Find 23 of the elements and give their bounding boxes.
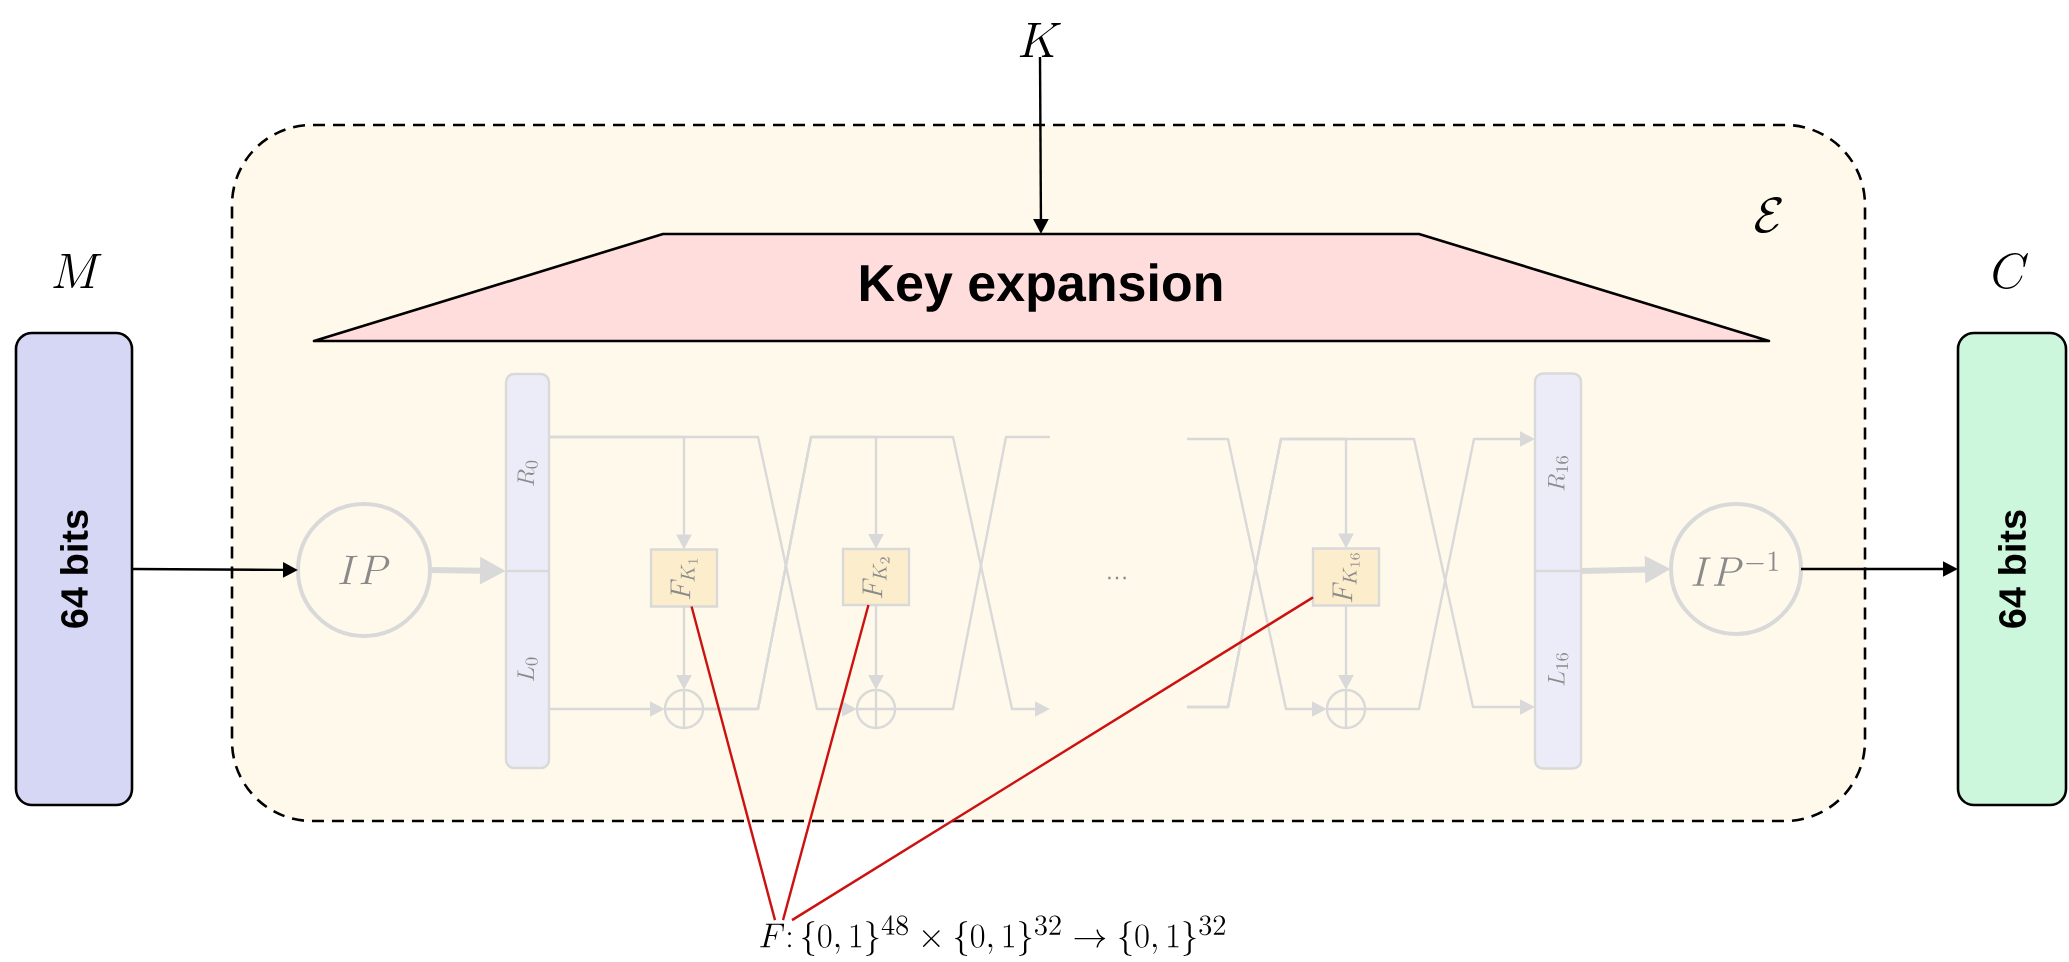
function-box: $F_{K_2}$ xyxy=(841,547,911,607)
math-label: $F\colon \{0,1\}^{48} \times \{0,1\}^{32} \to \{0,1\}^{32}$ xyxy=(760,915,1225,956)
math-label: $M$ xyxy=(53,254,102,288)
function-box: $F_{K_1}$ xyxy=(649,548,719,608)
register-label: $L_{16}$ xyxy=(1548,653,1569,686)
connector-line xyxy=(895,435,1050,711)
register-label: $R_{16}$ xyxy=(1548,456,1569,491)
trapezoid-block: Key expansion xyxy=(312,232,1771,343)
math-label: $C$ xyxy=(1993,252,2028,290)
math-label: $\mathcal{E}$ xyxy=(1755,196,1782,234)
math-label: $K$ xyxy=(1019,23,1061,57)
leader-line xyxy=(791,596,1314,922)
xor-symbol xyxy=(663,688,705,730)
leader-line xyxy=(690,606,777,921)
data-block: 64 bits xyxy=(14,331,134,807)
data-block: 64 bits xyxy=(1956,331,2068,807)
register-label: $L_0$ xyxy=(517,657,538,681)
leader-line xyxy=(781,604,870,921)
xor-symbol xyxy=(855,688,897,730)
xor-symbol xyxy=(1325,688,1367,730)
register-label: $R_0$ xyxy=(517,460,538,486)
ellipsis: … xyxy=(1108,576,1126,580)
function-box: $F_{K_{16}}$ xyxy=(1311,547,1381,607)
